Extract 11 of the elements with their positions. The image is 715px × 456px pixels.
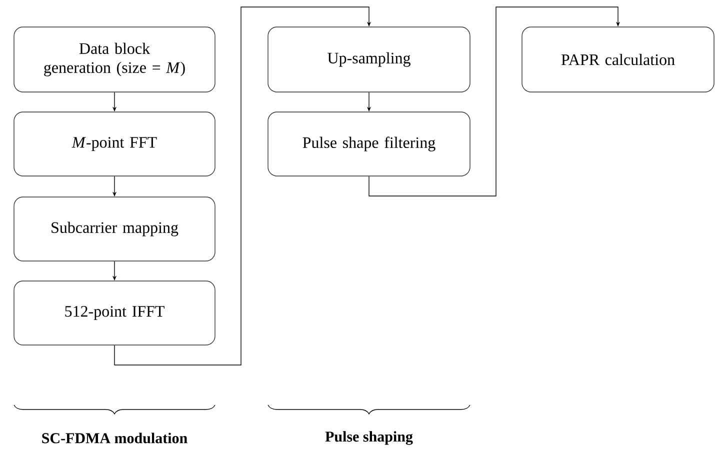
process-box: Data block generation (size = M) — [14, 26, 216, 92]
process-box: 512-point IFFT — [14, 280, 216, 346]
process-box: PAPR calculation — [522, 26, 714, 92]
process-box: Pulse shape filtering — [268, 112, 470, 176]
group-label: Pulse shaping — [325, 431, 413, 445]
process-box: Up-sampling — [268, 26, 470, 92]
process-box: M-point FFT — [14, 112, 216, 176]
group-label: SC-FDMA modulation — [42, 432, 188, 444]
arrow — [114, 6, 372, 366]
arrow — [368, 6, 620, 196]
process-box: Subcarrier mapping — [14, 196, 216, 262]
